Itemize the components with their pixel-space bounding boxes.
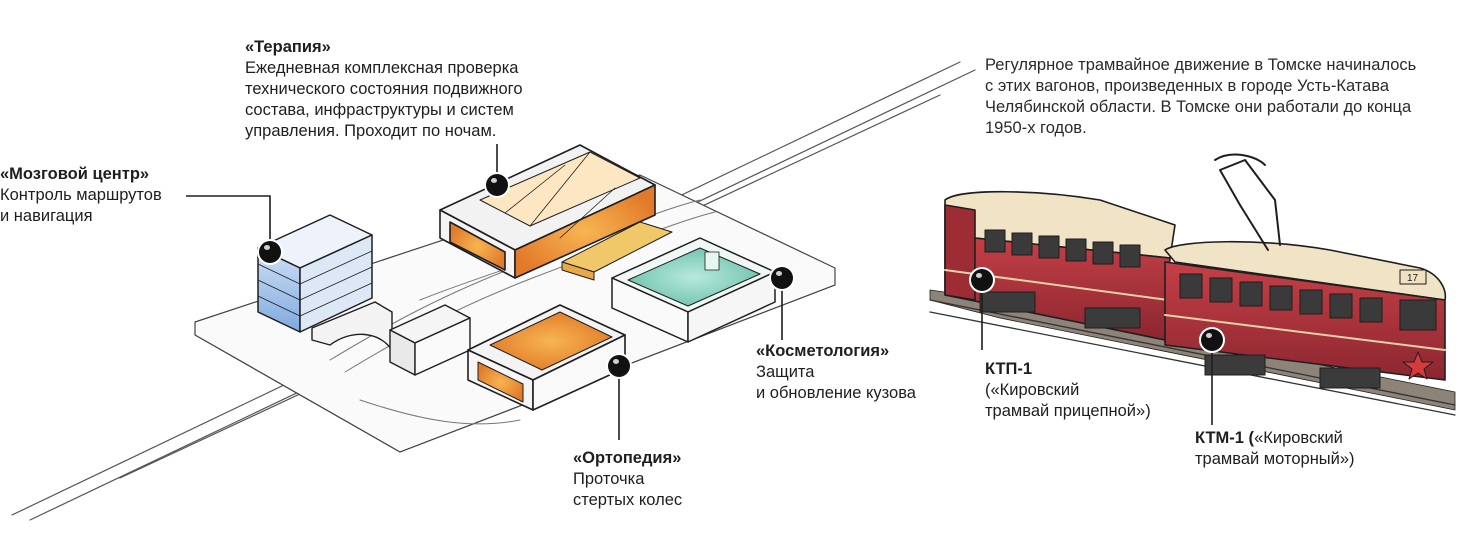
cosmetology-building — [611, 237, 776, 343]
cosmetology-title: «Косметология» — [756, 342, 890, 360]
ktp-title: КТП-1 — [985, 360, 1033, 378]
cosmetology-marker — [771, 267, 793, 289]
intro-line: Челябинской области. В Томске они работа… — [985, 98, 1412, 116]
therapy-line: состава, инфраструктуры и систем — [245, 101, 514, 119]
cosmetology-line: и обновление кузова — [756, 384, 916, 402]
orthopedics-title: «Ортопедия» — [573, 449, 682, 467]
orthopedics-hangar — [467, 304, 626, 411]
brain-center-line: и навигация — [0, 207, 93, 225]
ktm-title-rest: «Кировский — [1254, 429, 1343, 447]
ktm-title-row: КТМ-1 («Кировский — [1195, 428, 1355, 449]
intro-line: 1950-х годов. — [985, 119, 1087, 137]
orthopedics-label: «Ортопедия» Проточка стертых колес — [573, 448, 682, 511]
ktp-line: трамвай прицепной») — [985, 402, 1151, 420]
tram-route-badge: 17 — [1407, 273, 1419, 284]
brain-center-label: «Мозговой центр» Контроль маршрутов и на… — [0, 164, 162, 227]
therapy-line: технического состояния подвижного — [245, 80, 523, 98]
ktm-line: трамвай моторный») — [1195, 450, 1355, 468]
cosmetology-line: Защита — [756, 363, 815, 381]
intro-line: с этих вагонов, произведенных в городе У… — [985, 77, 1390, 95]
therapy-line: управления. Проходит по ночам. — [245, 122, 497, 140]
small-building — [389, 304, 471, 376]
ktm-marker — [1201, 329, 1223, 351]
orthopedics-line: Проточка — [573, 470, 645, 488]
tram-illustration — [929, 153, 1456, 416]
tram-trailer-car — [944, 190, 1176, 341]
brain-center-building — [257, 214, 373, 333]
therapy-marker — [486, 174, 508, 196]
cosmetology-label: «Косметология» Защита и обновление кузов… — [756, 341, 916, 404]
brain-center-title: «Мозговой центр» — [0, 165, 150, 183]
orthopedics-marker — [608, 355, 630, 377]
ktm-label: КТМ-1 («Кировский трамвай моторный») — [1195, 428, 1355, 470]
therapy-hangar — [439, 144, 673, 281]
tram-motor-car — [1164, 153, 1447, 389]
intro-text: Регулярное трамвайное движение в Томске … — [985, 55, 1416, 139]
therapy-title: «Терапия» — [245, 38, 331, 56]
tram-depot-illustration — [11, 61, 976, 521]
therapy-label: «Терапия» Ежедневная комплексная проверк… — [245, 37, 523, 142]
ktm-title: КТМ-1 ( — [1195, 429, 1255, 447]
brain-center-marker — [259, 241, 281, 263]
therapy-line: Ежедневная комплексная проверка — [245, 59, 519, 77]
orthopedics-line: стертых колес — [573, 491, 683, 509]
ktp-label: КТП-1 («Кировский трамвай прицепной») — [985, 359, 1151, 422]
intro-line: Регулярное трамвайное движение в Томске … — [985, 56, 1417, 74]
brain-center-line: Контроль маршрутов — [0, 186, 162, 204]
ktp-line: («Кировский — [985, 381, 1080, 399]
ktp-marker — [971, 269, 993, 291]
